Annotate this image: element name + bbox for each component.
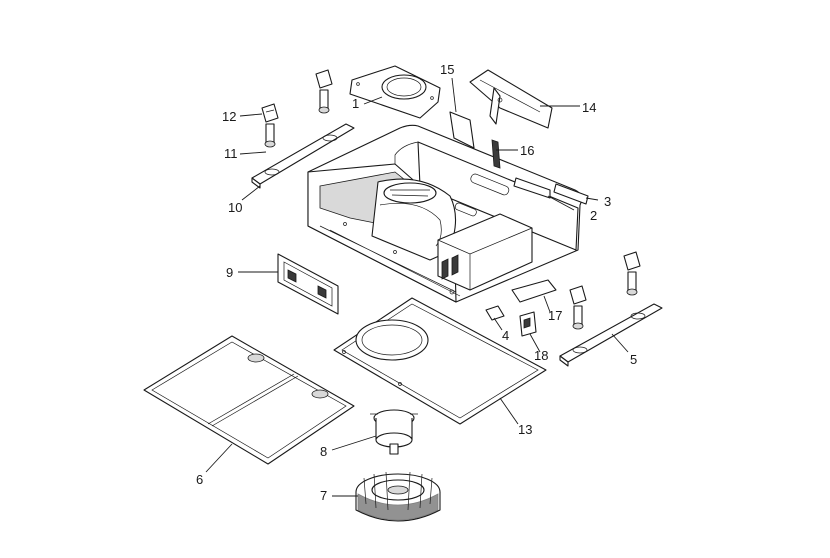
part-3-lens xyxy=(553,183,589,205)
callout-1: 1 xyxy=(352,96,359,111)
callout-13: 13 xyxy=(518,422,532,437)
part-2-lens xyxy=(513,177,551,199)
callout-labels: 1 2 3 4 5 6 7 8 9 10 11 12 13 14 15 16 1… xyxy=(196,62,637,503)
callout-14: 14 xyxy=(582,100,596,115)
callout-10: 10 xyxy=(228,200,242,215)
part-4-switch xyxy=(485,305,505,321)
part-13-bottom-panel xyxy=(333,297,547,425)
callout-16: 16 xyxy=(520,143,534,158)
callout-17: 17 xyxy=(548,308,562,323)
hanger-right-upper xyxy=(623,251,641,296)
part-12-bracket xyxy=(261,103,279,123)
hood-housing xyxy=(307,124,583,303)
callout-3: 3 xyxy=(604,194,611,209)
part-18-terminal xyxy=(519,311,537,337)
callout-7: 7 xyxy=(320,488,327,503)
part-10-rail xyxy=(251,123,355,189)
part-15-damper-flap xyxy=(449,111,475,149)
part-8-motor xyxy=(370,409,418,455)
part-7-blower-wheel xyxy=(355,471,441,522)
part-16-hinge xyxy=(491,139,501,169)
part-11-stud xyxy=(264,123,276,148)
part-5-rail xyxy=(559,303,663,367)
part-1-duct-plate xyxy=(349,65,441,119)
callout-2: 2 xyxy=(590,208,597,223)
hanger-right-lower xyxy=(569,285,587,330)
callout-6: 6 xyxy=(196,472,203,487)
hanger-top xyxy=(315,69,333,114)
callout-12: 12 xyxy=(222,109,236,124)
callout-4: 4 xyxy=(502,328,509,343)
callout-18: 18 xyxy=(534,348,548,363)
part-6-filter xyxy=(143,335,355,465)
callout-8: 8 xyxy=(320,444,327,459)
callout-11: 11 xyxy=(224,146,238,161)
part-14-duct-transition xyxy=(469,69,553,129)
leader-lines xyxy=(205,77,629,497)
part-17-plate xyxy=(511,279,557,303)
part-9-light-box xyxy=(277,253,339,315)
callout-5: 5 xyxy=(630,352,637,367)
callout-9: 9 xyxy=(226,265,233,280)
callout-15: 15 xyxy=(440,62,454,77)
